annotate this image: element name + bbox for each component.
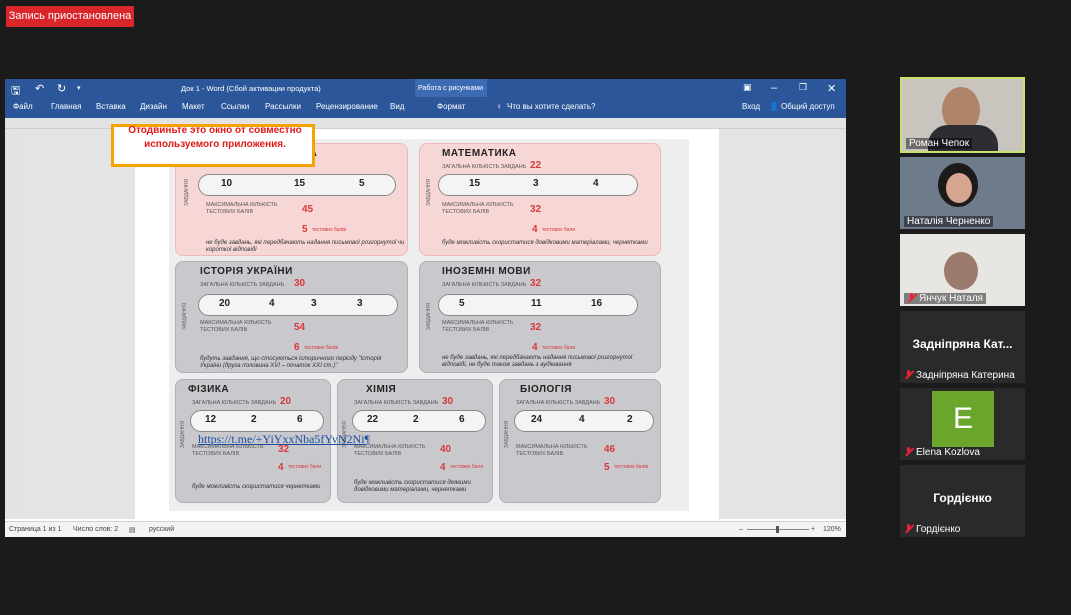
- share-warning-text: Отодвиньте это окно от совместно использ…: [128, 125, 302, 150]
- tab-mailings[interactable]: Рассылки: [265, 102, 301, 111]
- minimize-icon[interactable]: –: [771, 82, 778, 94]
- participant-name: Наталія Черненко: [904, 216, 994, 227]
- proofing-icon[interactable]: ▤: [129, 527, 136, 534]
- card-biology: БІОЛОГІЯ ЗАГАЛЬНА КІЛЬКІСТЬ ЗАВДАНЬ 30 2…: [499, 379, 661, 503]
- card-math: МАТЕМАТИКА ЗАГАЛЬНА КІЛЬКІСТЬ ЗАВДАНЬ 22…: [419, 143, 661, 256]
- participant-name: Elena Kozlova: [916, 447, 980, 458]
- tab-review[interactable]: Рецензирование: [316, 102, 378, 111]
- window-title: Док 1 - Word (Сбой активации продукта): [181, 84, 321, 93]
- share-icon[interactable]: 👤: [769, 102, 779, 111]
- telegram-link[interactable]: https://t.me/+YiYxxNba5fYvN2Ni¶: [198, 432, 370, 446]
- picture-tools-label: Работа с рисунками: [418, 85, 483, 92]
- save-icon[interactable]: 🖫: [11, 85, 21, 97]
- muted-mic-icon: [904, 524, 913, 533]
- tab-file[interactable]: Файл: [13, 102, 33, 111]
- participant-name: Задніпряна Катерина: [916, 370, 1015, 381]
- tab-references[interactable]: Ссылки: [221, 102, 250, 111]
- redo-icon[interactable]: ↻: [57, 83, 67, 95]
- participant-display-name: Гордієнко: [933, 491, 992, 505]
- status-bar: Страница 1 из 1 Число слов: 2 ▤ русский …: [5, 521, 846, 537]
- share-button[interactable]: Общий доступ: [781, 102, 835, 111]
- participant-video: [944, 252, 978, 290]
- participant-tile-4[interactable]: Задніпряна Кат... Задніпряна Катерина: [900, 311, 1025, 383]
- signin-link[interactable]: Вход: [742, 102, 761, 111]
- undo-icon[interactable]: ↶: [35, 83, 45, 95]
- participant-tile-2[interactable]: Наталія Черненко: [900, 157, 1025, 229]
- vertical-ruler[interactable]: [5, 129, 17, 519]
- word-count[interactable]: Число слов: 2: [73, 526, 119, 533]
- card-foreign-languages: ІНОЗЕМНІ МОВИ ЗАГАЛЬНА КІЛЬКІСТЬ ЗАВДАНЬ…: [419, 261, 661, 373]
- share-warning-overlay[interactable]: Отодвиньте это окно от совместно использ…: [111, 124, 315, 167]
- participant-name: Роман Чепок: [906, 138, 973, 149]
- tab-insert[interactable]: Вставка: [96, 102, 126, 111]
- zoom-in-button[interactable]: +: [811, 526, 816, 533]
- participant-display-name: Задніпряна Кат...: [912, 337, 1013, 351]
- page-count[interactable]: Страница 1 из 1: [9, 526, 62, 533]
- zoom-level[interactable]: 120%: [823, 526, 841, 533]
- muted-mic-icon: [904, 370, 913, 379]
- close-icon[interactable]: ✕: [827, 83, 837, 95]
- word-window: 🖫 ↶ ↻ ▾ Док 1 - Word (Сбой активации про…: [5, 79, 846, 537]
- participant-tile-5[interactable]: E Elena Kozlova: [900, 388, 1025, 460]
- ribbon-display-icon[interactable]: ▣: [743, 82, 752, 92]
- restore-icon[interactable]: ❐: [799, 82, 808, 92]
- tell-me-input[interactable]: Что вы хотите сделать?: [507, 102, 596, 111]
- avatar: E: [932, 391, 994, 447]
- customize-qat-icon[interactable]: ▾: [77, 85, 81, 92]
- recording-paused-banner[interactable]: Запись приостановлена: [6, 6, 134, 27]
- participant-tile-1[interactable]: Роман Чепок: [900, 77, 1025, 153]
- horizontal-ruler[interactable]: [5, 118, 846, 129]
- tab-view[interactable]: Вид: [390, 102, 405, 111]
- ribbon-tabs: Файл Главная Вставка Дизайн Макет Ссылки…: [5, 97, 846, 118]
- tab-layout[interactable]: Макет: [182, 102, 205, 111]
- language[interactable]: русский: [149, 526, 175, 533]
- tab-home[interactable]: Главная: [51, 102, 82, 111]
- participant-name: Янчук Наталя: [919, 293, 983, 304]
- muted-mic-icon: [904, 447, 913, 456]
- tab-design[interactable]: Дизайн: [140, 102, 167, 111]
- participant-name: Гордієнко: [916, 524, 961, 535]
- muted-mic-icon: [907, 293, 916, 302]
- zoom-slider-thumb[interactable]: [776, 526, 779, 533]
- tab-format[interactable]: Формат: [437, 102, 466, 111]
- card-history: ІСТОРІЯ УКРАЇНИ ЗАГАЛЬНА КІЛЬКІСТЬ ЗАВДА…: [175, 261, 408, 373]
- participant-tile-6[interactable]: Гордієнко Гордієнко: [900, 465, 1025, 537]
- participant-tile-3[interactable]: Янчук Наталя: [900, 234, 1025, 306]
- zoom-out-button[interactable]: –: [739, 526, 743, 533]
- tell-me-icon[interactable]: ♀: [496, 102, 502, 111]
